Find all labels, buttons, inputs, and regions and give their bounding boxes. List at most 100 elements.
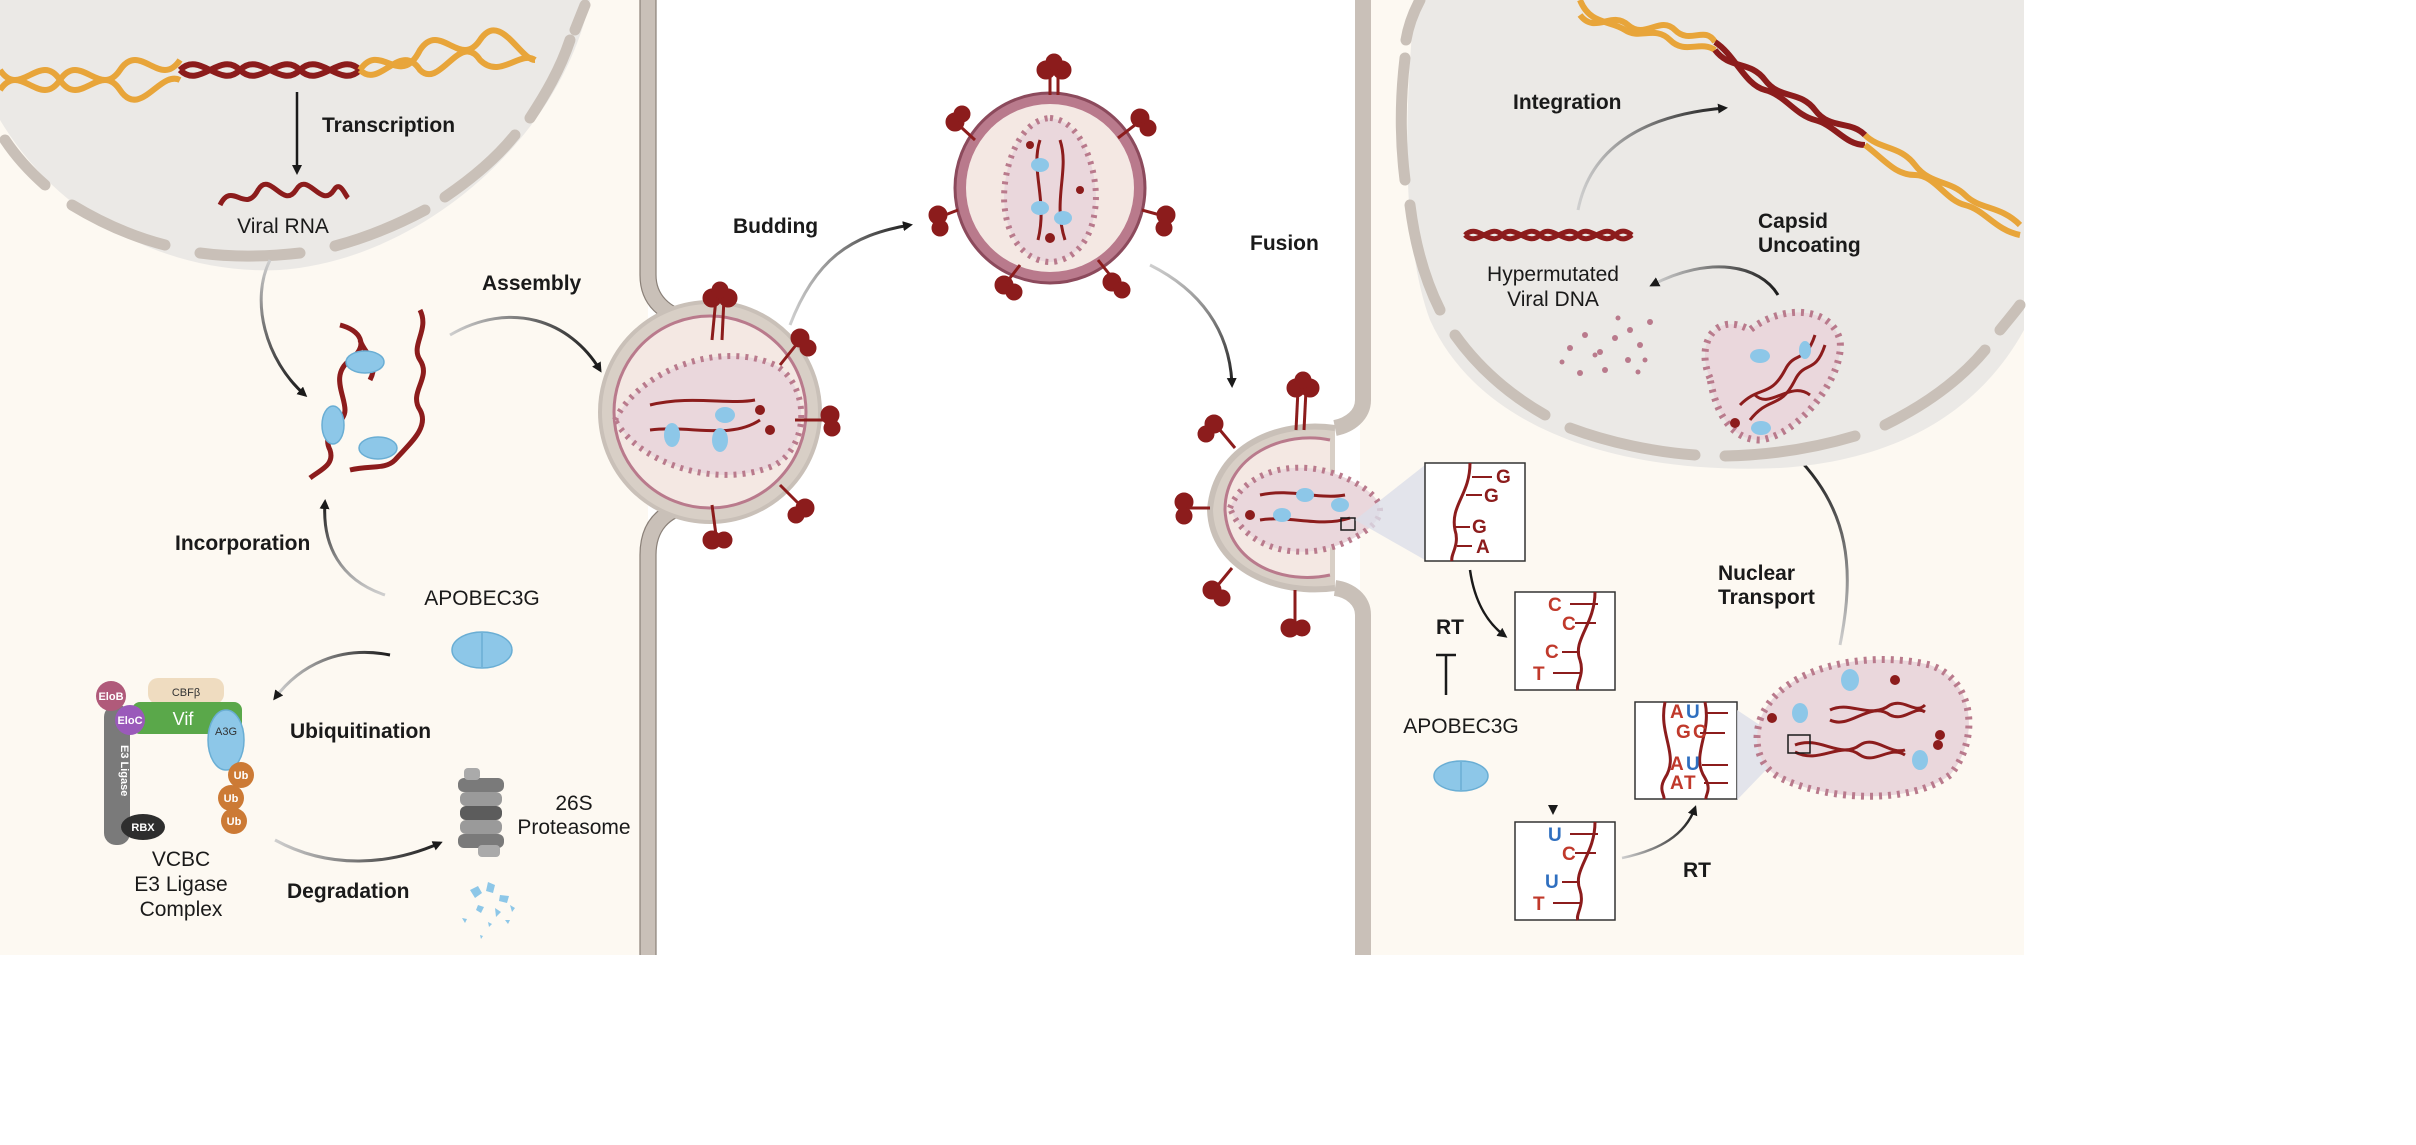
apobec3g-right-label: APOBEC3G: [1403, 715, 1519, 738]
box4-bottom-base-3: A: [1670, 773, 1684, 794]
nuclear-transport-label-2: Transport: [1718, 586, 1815, 609]
mature-virion: [953, 91, 1147, 285]
incorporation-arrow: [319, 499, 386, 597]
box1-base-2: G: [1484, 486, 1499, 507]
assembly-arrow: [449, 315, 602, 373]
box3-base-1: U: [1548, 825, 1562, 846]
box4-bottom-base-1: A: [1670, 754, 1684, 775]
ub-text-3: Ub: [227, 816, 242, 828]
sequence-box-1: [1424, 462, 1526, 562]
protein-fragments-icon: [462, 882, 515, 939]
rt-top-label: RT: [1436, 616, 1464, 639]
vcbc-label-1: VCBC: [152, 848, 210, 871]
transcription-label: Transcription: [322, 114, 455, 137]
proteasome-label-1: 26S: [555, 792, 592, 815]
vcbc-label-3: Complex: [140, 898, 223, 921]
degradation-label: Degradation: [287, 880, 410, 903]
right-nucleus: [1395, 0, 2026, 469]
hypermutated-label-1: Hypermutated: [1487, 263, 1619, 286]
box4-top-base-2: U: [1686, 702, 1700, 723]
sequence-box-4: [1634, 701, 1738, 800]
integration-label: Integration: [1513, 91, 1622, 114]
nuclear-transport-label-1: Nuclear: [1718, 562, 1795, 585]
elob-circle: [96, 681, 126, 711]
box4-top-base-3: G: [1676, 722, 1691, 743]
vcbc-complex: E3 Ligase CBFβ Vif EloB EloC A3G Ub Ub U…: [96, 678, 254, 845]
ub-circle-3: [221, 808, 247, 834]
a3g-ellipse: [207, 709, 245, 771]
budding-virion: [598, 300, 822, 524]
nuclear-transport-arrow: [1792, 452, 1849, 646]
apobec-blob-2: [321, 405, 345, 445]
box4-top-base-4: C: [1693, 722, 1707, 743]
a3g-text: A3G: [215, 726, 237, 738]
box1-base-1: G: [1496, 467, 1511, 488]
cbfb-box: [148, 678, 224, 704]
cbfb-text: CBFβ: [172, 687, 200, 699]
ubiquitination-arrow: [273, 650, 391, 701]
fusion-arrow: [1149, 263, 1237, 388]
elob-text: EloB: [98, 691, 123, 703]
capsid-uncoating-arrow: [1649, 265, 1780, 296]
vif-text: Vif: [173, 709, 195, 729]
rt-bottom-label: RT: [1683, 859, 1711, 882]
mature-virion-spikes: [928, 53, 1176, 301]
incorporation-label: Incorporation: [175, 532, 310, 555]
capsid-cytoplasm: [1753, 656, 1973, 800]
box4-bottom-base-4: T: [1684, 773, 1696, 794]
box4-bottom-base-2: U: [1686, 754, 1700, 775]
apobec3g-left-protein: [451, 631, 513, 669]
rbx-ellipse: [121, 814, 165, 840]
apobec-blob-1: [345, 350, 385, 374]
rna-to-strands-arrow: [259, 259, 308, 397]
ub-circle-1: [228, 762, 254, 788]
box3-base-4: T: [1533, 894, 1545, 915]
degradation-arrow: [274, 838, 443, 863]
eloc-text: EloC: [117, 715, 142, 727]
viral-rna-label: Viral RNA: [237, 215, 329, 238]
box3-base-3: U: [1545, 872, 1559, 893]
cell-membrane-right: [1333, 0, 1371, 955]
rbx-text: RBX: [131, 822, 155, 834]
box1-base-4: A: [1476, 537, 1490, 558]
ubiquitination-label: Ubiquitination: [290, 720, 431, 743]
apobec-blob-3: [358, 436, 398, 460]
fusion-spikes: [1174, 371, 1320, 638]
vcbc-label-2: E3 Ligase: [134, 873, 227, 896]
fusion-virion: [1206, 423, 1383, 593]
capsid-uncoating-label-2: Uncoating: [1758, 234, 1861, 257]
viral-rna-strand: [217, 181, 350, 207]
hypermutated-dna: [1463, 228, 1634, 242]
box1-to-box2-arrow: [1468, 569, 1508, 638]
capsid-uncoating-label-1: Capsid: [1758, 210, 1828, 233]
box3-base-2: C: [1562, 844, 1576, 865]
ub-text-1: Ub: [234, 770, 249, 782]
assembly-label: Assembly: [482, 272, 582, 295]
fusion-label: Fusion: [1250, 232, 1319, 255]
proteasome-icon: [458, 768, 504, 857]
budding-label: Budding: [733, 215, 818, 238]
box2-base-1: C: [1548, 595, 1562, 616]
apobec3g-left-label: APOBEC3G: [424, 587, 540, 610]
e3-ligase-bar: [104, 705, 130, 845]
e3-ligase-text: E3 Ligase: [118, 745, 130, 796]
ub-circle-2: [218, 785, 244, 811]
budding-arrow: [788, 221, 913, 326]
apobec3g-right-protein: [1433, 760, 1489, 792]
integration-arrow: [1576, 103, 1728, 211]
sequence-box-2: [1514, 591, 1616, 691]
budding-spikes: [702, 281, 841, 550]
box4-top-base-1: A: [1670, 702, 1684, 723]
ub-text-2: Ub: [224, 793, 239, 805]
right-dna-helix: [1577, 0, 2023, 238]
box1-base-3: G: [1472, 517, 1487, 538]
hypermutated-label-2: Viral DNA: [1507, 288, 1599, 311]
sequence-box-3: [1514, 821, 1616, 921]
left-dna-helix: [0, 27, 537, 103]
rt-bottom-arrow: [1621, 805, 1698, 860]
box2-base-2: C: [1562, 614, 1576, 635]
uncoating-capsid: [1701, 308, 1844, 444]
box2-base-3: C: [1545, 642, 1559, 663]
